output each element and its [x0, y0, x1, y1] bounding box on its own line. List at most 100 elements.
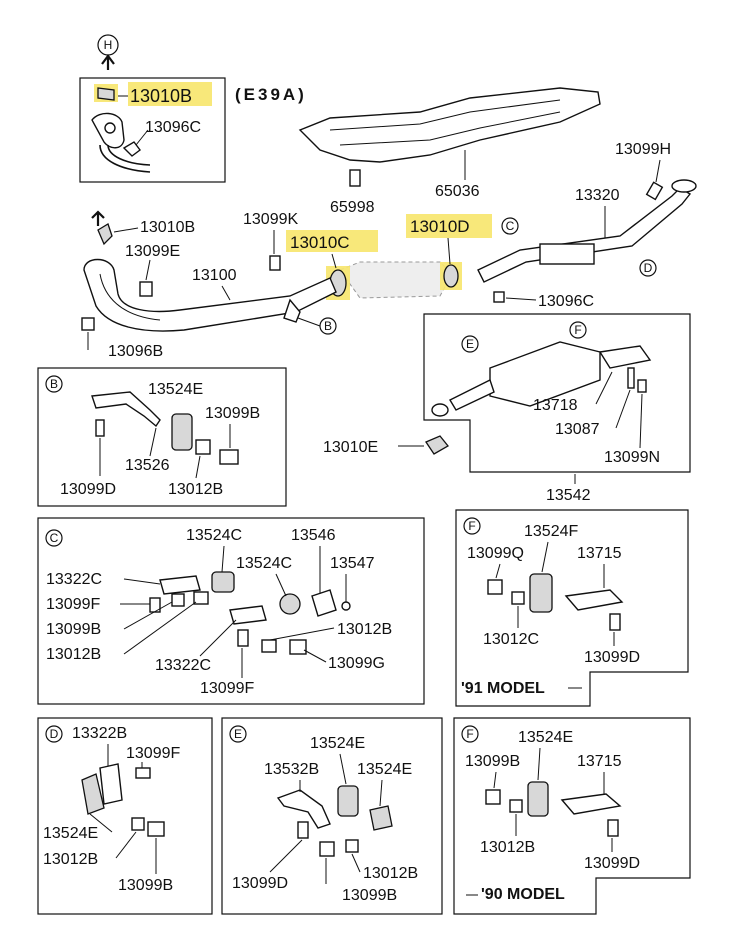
pipe-bracket-icon [283, 298, 301, 323]
bolt-65998-icon [349, 169, 361, 187]
bolt-13099b-e-icon [319, 841, 335, 857]
panel-f91-label-13524f: 13524F [524, 523, 578, 540]
panel-d-label-13099f: 13099F [126, 745, 180, 762]
collar-13012b-f90-icon [509, 799, 523, 813]
muffler-13542-icon [489, 341, 601, 407]
catalyst-group: 13010C 13010D 13099K [243, 211, 492, 300]
collar-13012b-c-icon [193, 591, 209, 605]
panel-e-label-13524e-b: 13524E [357, 761, 412, 778]
rear-pipe-13320-icon [477, 187, 692, 283]
panel-f90-label-13099b: 13099B [465, 753, 520, 770]
bolt-13099q-icon [487, 579, 503, 595]
panel-e-label-13532b: 13532B [264, 761, 319, 778]
bolt-13099d-e-icon [297, 821, 309, 839]
part-label-13099n: 13099N [604, 449, 660, 466]
part-label-13100: 13100 [192, 267, 237, 284]
front-pipe-13100-icon [83, 258, 337, 332]
heat-shield-icon [298, 87, 601, 163]
bolt-13099g-icon [289, 639, 307, 655]
catalyst-outline-icon [339, 261, 453, 299]
hanger-13524e-f90-icon [527, 781, 549, 817]
gasket-13010b-icon [97, 87, 115, 101]
panel-c-label-13524c-a: 13524C [186, 527, 242, 544]
bracket-13322c-a-icon [159, 575, 201, 595]
model-code-label: (E39A) [235, 85, 307, 104]
nut-13096b-icon [81, 317, 95, 331]
part-label-13320: 13320 [575, 187, 620, 204]
part-label-13010b-mid: 13010B [140, 219, 195, 236]
panel-f90-model: '90 MODEL [481, 886, 565, 903]
panel-c-letter: C [50, 531, 59, 545]
muffler-inlet-pipe-icon [449, 379, 495, 411]
muffler-group: E F 13718 13087 13099N 13010E 13542 [323, 313, 691, 504]
panel-f90-frame [453, 717, 691, 915]
panel-c-label-13524c-b: 13524C [236, 555, 292, 572]
gasket-13010d-icon [443, 264, 459, 288]
panel-c-label-13099g: 13099G [328, 655, 385, 672]
callout-circle-f [569, 321, 587, 339]
panel-f90-label-13524e: 13524E [518, 729, 573, 746]
panel-c-label-13322c-b: 13322C [155, 657, 211, 674]
callout-circle-c [501, 217, 519, 235]
panel-f91-label-13715: 13715 [577, 545, 622, 562]
gasket-13010b-mid-icon [97, 223, 113, 246]
panel-f90-letter: F [466, 727, 473, 741]
bracket-13322b-icon [99, 763, 123, 805]
hanger-13524f-icon [529, 573, 553, 613]
panel-c-label-13547: 13547 [330, 555, 375, 572]
detail-panel-e: E 13524E 13532B 13524E 13012B 13099D 130… [221, 717, 443, 915]
panel-e-frame [221, 717, 443, 915]
inset-frame [79, 77, 226, 183]
panel-b-label-13524e: 13524E [148, 381, 203, 398]
panel-e-letter: E [234, 727, 242, 741]
collar-13012b-e-icon [345, 839, 359, 853]
panel-f91-model: '91 MODEL [461, 680, 545, 697]
heat-shield-group: 65036 65998 [298, 87, 601, 216]
panel-d-frame [37, 717, 213, 915]
bolt-13099n-icon [637, 379, 647, 393]
bolt-13099b-c-icon [171, 593, 185, 607]
callout-letter-b: B [324, 319, 332, 333]
bolt-13099e-icon [139, 281, 153, 297]
panel-d-label-13524e: 13524E [43, 825, 98, 842]
bolt-13099d-f90-icon [607, 819, 619, 837]
collar-13012c-icon [511, 591, 525, 605]
bracket-13526-icon [91, 391, 161, 428]
up-arrow-icon [101, 54, 115, 70]
part-label-13099k: 13099K [243, 211, 298, 228]
bolt-13099d-icon [95, 419, 105, 437]
detail-panel-d: D 13322B 13099F 13524E 13012B 13099B [37, 717, 213, 915]
hanger-13524e-icon [171, 413, 193, 451]
up-arrow-mid-icon [91, 210, 105, 226]
part-label-13542: 13542 [546, 487, 591, 504]
bolt-13099d-f91-icon [609, 613, 621, 631]
hanger-13087-icon [627, 367, 635, 389]
part-label-65036: 65036 [435, 183, 480, 200]
panel-f90-label-13012b: 13012B [480, 839, 535, 856]
part-label-13099e: 13099E [125, 243, 180, 260]
gasket-13010e-icon [425, 435, 449, 455]
bolt-13099b-d-icon [147, 821, 165, 837]
detail-panel-c: C 13524C 13546 13524C 13547 13322C 13099… [37, 517, 425, 705]
part-label-13096c-top: 13096C [145, 119, 201, 136]
panel-c-label-13012b-a: 13012B [46, 646, 101, 663]
part-label-13010b-top: 13010B [130, 86, 192, 106]
part-label-13010c: 13010C [290, 233, 350, 252]
panel-b-frame [37, 367, 287, 507]
panel-f91-frame [455, 509, 689, 707]
hanger-13524e-d-icon [81, 773, 105, 815]
detail-panel-f-91: F 13524F 13099Q 13715 13012C 13099D '91 … [455, 509, 689, 707]
panel-d-letter: D [50, 727, 59, 741]
panel-f91-label-13099q: 13099Q [467, 545, 524, 562]
panel-b-label-13099d: 13099D [60, 481, 116, 498]
nut-13096c-icon [493, 291, 505, 303]
nut-icon [122, 141, 141, 157]
panel-c-label-13012b-b: 13012B [337, 621, 392, 638]
callout-circle-d [639, 259, 657, 277]
panel-e-label-13012b: 13012B [363, 865, 418, 882]
front-pipe-group: 13010B 13099E 13100 B 13096B [81, 210, 337, 360]
muffler-flange-icon [431, 403, 449, 417]
part-label-13718: 13718 [533, 397, 578, 414]
bolt-13099b-icon [219, 449, 239, 465]
bolt-icon [104, 122, 116, 134]
